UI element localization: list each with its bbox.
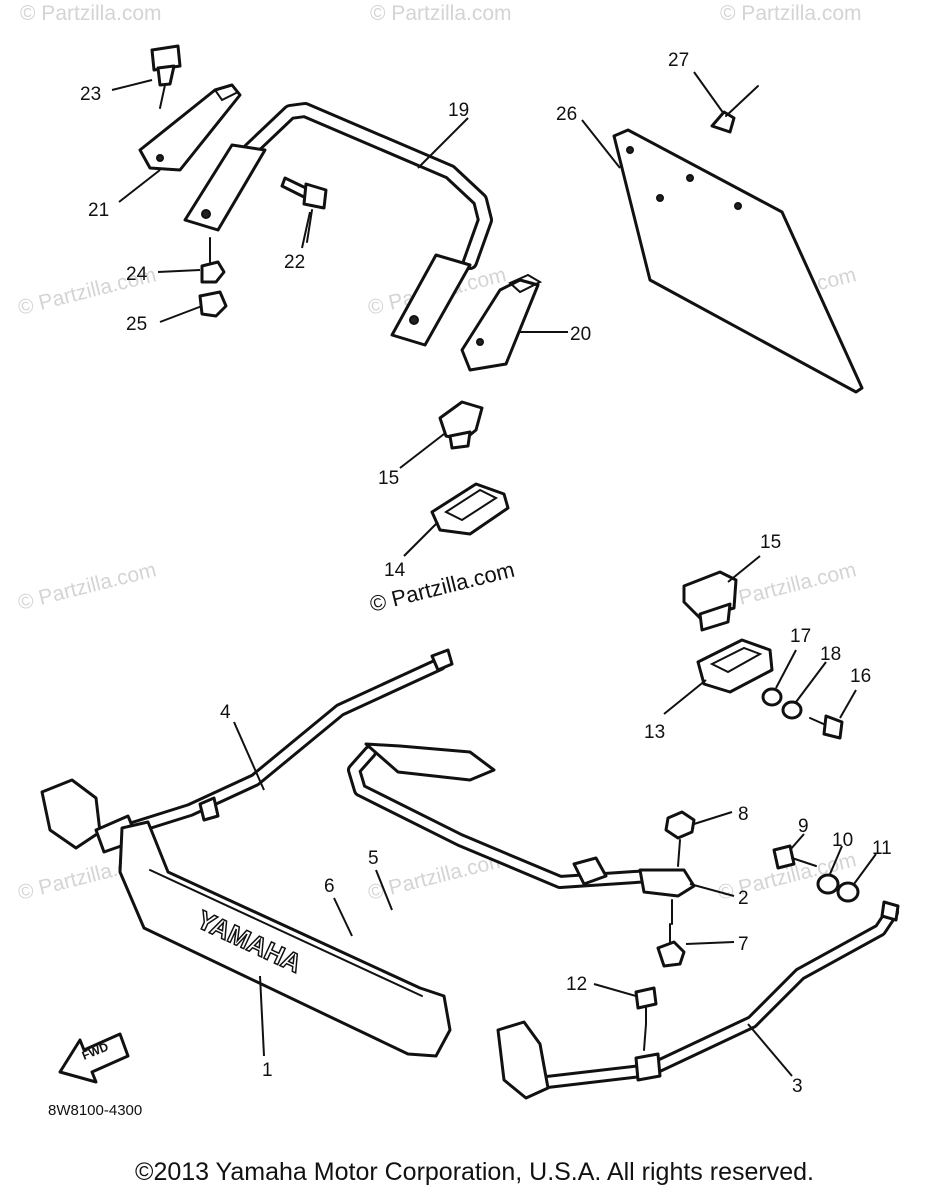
part-25-cap — [198, 290, 228, 318]
callout-6: 6 — [324, 876, 335, 897]
callout-14: 14 — [384, 560, 406, 581]
callouts: 23 21 22 24 25 19 26 27 20 15 14 15 13 1… — [80, 50, 892, 1097]
fwd-arrow-icon: FWD — [58, 1032, 130, 1084]
part-2-rail — [347, 742, 696, 898]
part-19-handle — [183, 102, 493, 347]
part-11-nut — [836, 881, 860, 903]
callout-26: 26 — [556, 104, 577, 125]
callout-7: 7 — [738, 934, 749, 955]
callout-8: 8 — [738, 804, 749, 825]
part-8-nut — [664, 810, 696, 867]
part-16-bolt — [809, 714, 844, 740]
callout-23: 23 — [80, 84, 101, 105]
callout-10: 10 — [832, 830, 853, 851]
callout-2: 2 — [738, 888, 749, 909]
part-15-grommet-upper — [438, 400, 484, 450]
callout-24: 24 — [126, 264, 148, 285]
part-18-nut — [781, 700, 803, 720]
callout-21: 21 — [88, 200, 109, 221]
callout-1: 1 — [262, 1060, 273, 1081]
leader-lines — [111, 71, 877, 1077]
callout-11: 11 — [872, 838, 892, 859]
callout-3: 3 — [792, 1076, 803, 1097]
callout-27: 27 — [668, 50, 689, 71]
copyright-notice: ©2013 Yamaha Motor Corporation, U.S.A. A… — [135, 1158, 814, 1186]
part-21-clamp — [138, 83, 242, 172]
callout-25: 25 — [126, 314, 147, 335]
callout-15-lower: 15 — [760, 532, 781, 553]
callout-9: 9 — [798, 816, 809, 837]
callout-20: 20 — [570, 324, 591, 345]
diagram-code: 8W8100-4300 — [48, 1102, 142, 1119]
part-7-bolt — [656, 899, 686, 968]
part-15-grommet-lower — [682, 570, 738, 632]
callout-12: 12 — [566, 974, 587, 995]
part-13-lamp — [696, 638, 774, 694]
part-1-bumper: YAMAHA — [118, 820, 452, 1058]
watermark: © Partzilla.com — [370, 2, 512, 25]
part-14-lamp — [430, 482, 510, 536]
part-17-washer — [761, 687, 783, 707]
callout-5: 5 — [368, 848, 379, 869]
part-26-panel — [612, 128, 864, 394]
part-12-bolt — [634, 986, 658, 1051]
watermark: © Partzilla.com — [720, 2, 862, 25]
watermark: © Partzilla.com — [20, 2, 162, 25]
callout-16: 16 — [850, 666, 871, 687]
part-3-rail — [496, 900, 900, 1100]
part-20-bracket — [460, 273, 543, 372]
callout-15-upper: 15 — [378, 468, 399, 489]
part-9-bolt — [772, 844, 817, 870]
part-23-bolt — [150, 44, 182, 109]
callout-17: 17 — [790, 626, 811, 647]
part-24-nut — [200, 260, 226, 284]
part-27-screw — [710, 85, 759, 134]
callout-19: 19 — [448, 100, 469, 121]
part-22-bolt — [280, 176, 328, 243]
callout-4: 4 — [220, 702, 231, 723]
part-10-washer — [816, 873, 840, 895]
callout-13: 13 — [644, 722, 665, 743]
watermark: © Partzilla.com — [16, 558, 159, 615]
callout-22: 22 — [284, 252, 305, 273]
watermark: © Partzilla.com — [716, 558, 859, 615]
callout-18: 18 — [820, 644, 841, 665]
